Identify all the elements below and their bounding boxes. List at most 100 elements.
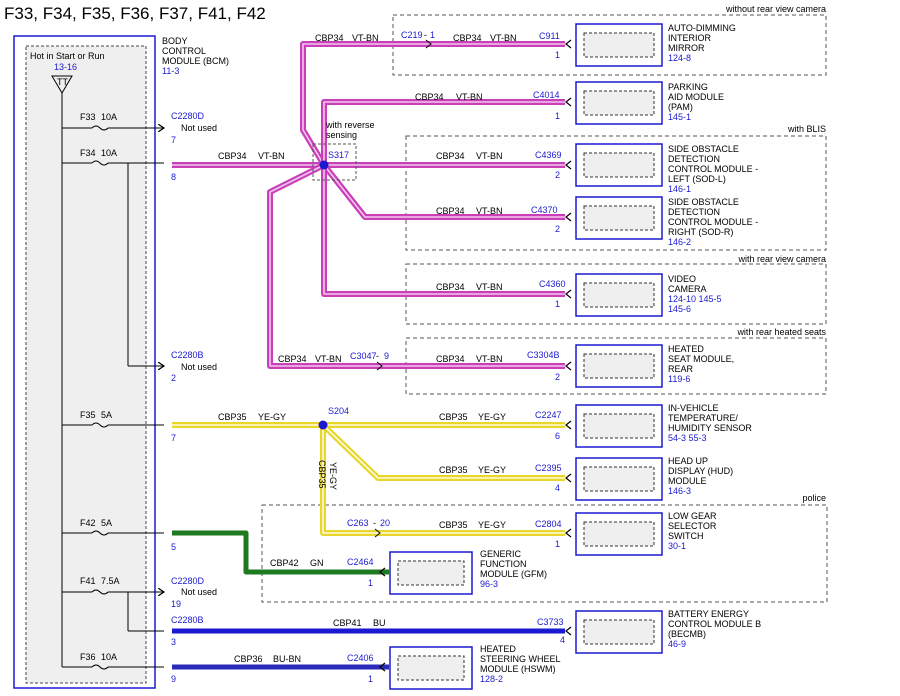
module-label-becm: (BECMB) bbox=[668, 629, 706, 639]
svg-text:CBP35: CBP35 bbox=[218, 412, 247, 422]
connector-gfm: C2464 bbox=[347, 557, 374, 567]
svg-text:GN: GN bbox=[310, 558, 324, 568]
module-ref-pam: 145-1 bbox=[668, 112, 691, 122]
svg-text:TT: TT bbox=[57, 77, 68, 87]
pin-sodr: 2 bbox=[555, 224, 560, 234]
module-ref-becm: 46-9 bbox=[668, 639, 686, 649]
pin-hud: 4 bbox=[555, 483, 560, 493]
svg-text:10A: 10A bbox=[101, 652, 117, 662]
module-label-gear: SELECTOR bbox=[668, 521, 717, 531]
svg-text:with rear heated seats: with rear heated seats bbox=[736, 327, 826, 337]
module-ref-temp: 54-3 55-3 bbox=[668, 433, 707, 443]
module-ref-sodl: 146-1 bbox=[668, 184, 691, 194]
bcm-name-2: CONTROL bbox=[162, 46, 206, 56]
connector-becm: C3733 bbox=[537, 617, 564, 627]
connector-camera: C4360 bbox=[539, 279, 566, 289]
svg-text:VT-BN: VT-BN bbox=[258, 151, 285, 161]
svg-text:5A: 5A bbox=[101, 410, 112, 420]
module-label-seat: SEAT MODULE, bbox=[668, 354, 734, 364]
svg-text:VT-BN: VT-BN bbox=[352, 33, 379, 43]
svg-text:BU: BU bbox=[373, 618, 386, 628]
bcm-name-3: MODULE (BCM) bbox=[162, 56, 229, 66]
pin-temp: 6 bbox=[555, 431, 560, 441]
svg-text:7: 7 bbox=[171, 433, 176, 443]
svg-text:F34: F34 bbox=[80, 148, 96, 158]
svg-text:9: 9 bbox=[384, 351, 389, 361]
svg-text:VT-BN: VT-BN bbox=[315, 354, 342, 364]
svg-text:F42: F42 bbox=[80, 518, 96, 528]
svg-text:YE-GY: YE-GY bbox=[478, 520, 506, 530]
svg-text:VT-BN: VT-BN bbox=[476, 206, 503, 216]
fuse-f41: F41 7.5A C2280D Not used 19 C2280B 3 bbox=[62, 576, 217, 647]
connector-seat: C3304B bbox=[527, 350, 560, 360]
svg-text:with rear view camera: with rear view camera bbox=[737, 254, 826, 264]
module-ref-camera: 124-10 145-5 bbox=[668, 294, 722, 304]
connector-sodr: C4370 bbox=[531, 205, 558, 215]
svg-text:BU-BN: BU-BN bbox=[273, 654, 301, 664]
svg-text:145-6: 145-6 bbox=[668, 304, 691, 314]
module-label-sodr: RIGHT (SOD-R) bbox=[668, 227, 733, 237]
connector-hswm: C2406 bbox=[347, 653, 374, 663]
svg-text:C2280B: C2280B bbox=[171, 350, 204, 360]
module-label-sodr: CONTROL MODULE - bbox=[668, 217, 758, 227]
svg-text:2: 2 bbox=[171, 373, 176, 383]
svg-text:20: 20 bbox=[380, 518, 390, 528]
svg-text:without rear view camera: without rear view camera bbox=[725, 4, 826, 14]
wire-s204-hud bbox=[320, 422, 565, 481]
connector-sodl: C4369 bbox=[535, 150, 562, 160]
svg-text:S204: S204 bbox=[328, 406, 349, 416]
svg-text:CBP35: CBP35 bbox=[439, 412, 468, 422]
svg-text:CBP34: CBP34 bbox=[436, 354, 465, 364]
svg-text:CBP34: CBP34 bbox=[436, 206, 465, 216]
module-label-mirror: AUTO-DIMMING bbox=[668, 23, 736, 33]
svg-text:1: 1 bbox=[430, 30, 435, 40]
bcm-name-1: BODY bbox=[162, 36, 188, 46]
svg-text:C263: C263 bbox=[347, 518, 369, 528]
module-label-seat: HEATED bbox=[668, 344, 704, 354]
module-label-hud: MODULE bbox=[668, 476, 707, 486]
svg-text:7: 7 bbox=[171, 135, 176, 145]
svg-text:Not used: Not used bbox=[181, 587, 217, 597]
module-label-sodl: DETECTION bbox=[668, 154, 720, 164]
svg-text:YE-GY: YE-GY bbox=[478, 412, 506, 422]
module-ref-gfm: 96-3 bbox=[480, 579, 498, 589]
svg-text:7.5A: 7.5A bbox=[101, 576, 120, 586]
module-label-temp: TEMPERATURE/ bbox=[668, 413, 738, 423]
connector-gear: C2804 bbox=[535, 519, 562, 529]
module-label-seat: REAR bbox=[668, 364, 694, 374]
module-ref-gear: 30-1 bbox=[668, 541, 686, 551]
svg-text:C2280B: C2280B bbox=[171, 615, 204, 625]
svg-text:F41: F41 bbox=[80, 576, 96, 586]
ignition-symbol-icon: TT bbox=[51, 75, 73, 667]
module-label-hud: HEAD UP bbox=[668, 456, 708, 466]
svg-text:CBP36: CBP36 bbox=[234, 654, 263, 664]
svg-text:CBP35: CBP35 bbox=[439, 520, 468, 530]
svg-text:-: - bbox=[424, 30, 427, 40]
wire-s317-camera bbox=[321, 165, 565, 297]
pin-seat: 2 bbox=[555, 372, 560, 382]
svg-text:police: police bbox=[802, 493, 826, 503]
module-ref-hud: 146-3 bbox=[668, 486, 691, 496]
pin-camera: 1 bbox=[555, 299, 560, 309]
svg-text:10A: 10A bbox=[101, 112, 117, 122]
svg-text:C3047: C3047 bbox=[350, 351, 377, 361]
pin-gear: 1 bbox=[555, 539, 560, 549]
svg-text:CBP34: CBP34 bbox=[453, 33, 482, 43]
svg-text:9: 9 bbox=[171, 674, 176, 684]
module-label-temp: IN-VEHICLE bbox=[668, 403, 719, 413]
wire-s204-gear bbox=[320, 425, 565, 536]
wire-s317-sodr bbox=[321, 163, 565, 220]
module-label-gear: SWITCH bbox=[668, 531, 704, 541]
svg-text:VT-BN: VT-BN bbox=[490, 33, 517, 43]
group-blis: with BLIS bbox=[405, 124, 827, 251]
hot-ref: 13-16 bbox=[54, 62, 77, 72]
hot-label: Hot in Start or Run bbox=[30, 51, 105, 61]
module-label-sodr: SIDE OBSTACLE bbox=[668, 197, 739, 207]
module-label-pam: (PAM) bbox=[668, 102, 693, 112]
